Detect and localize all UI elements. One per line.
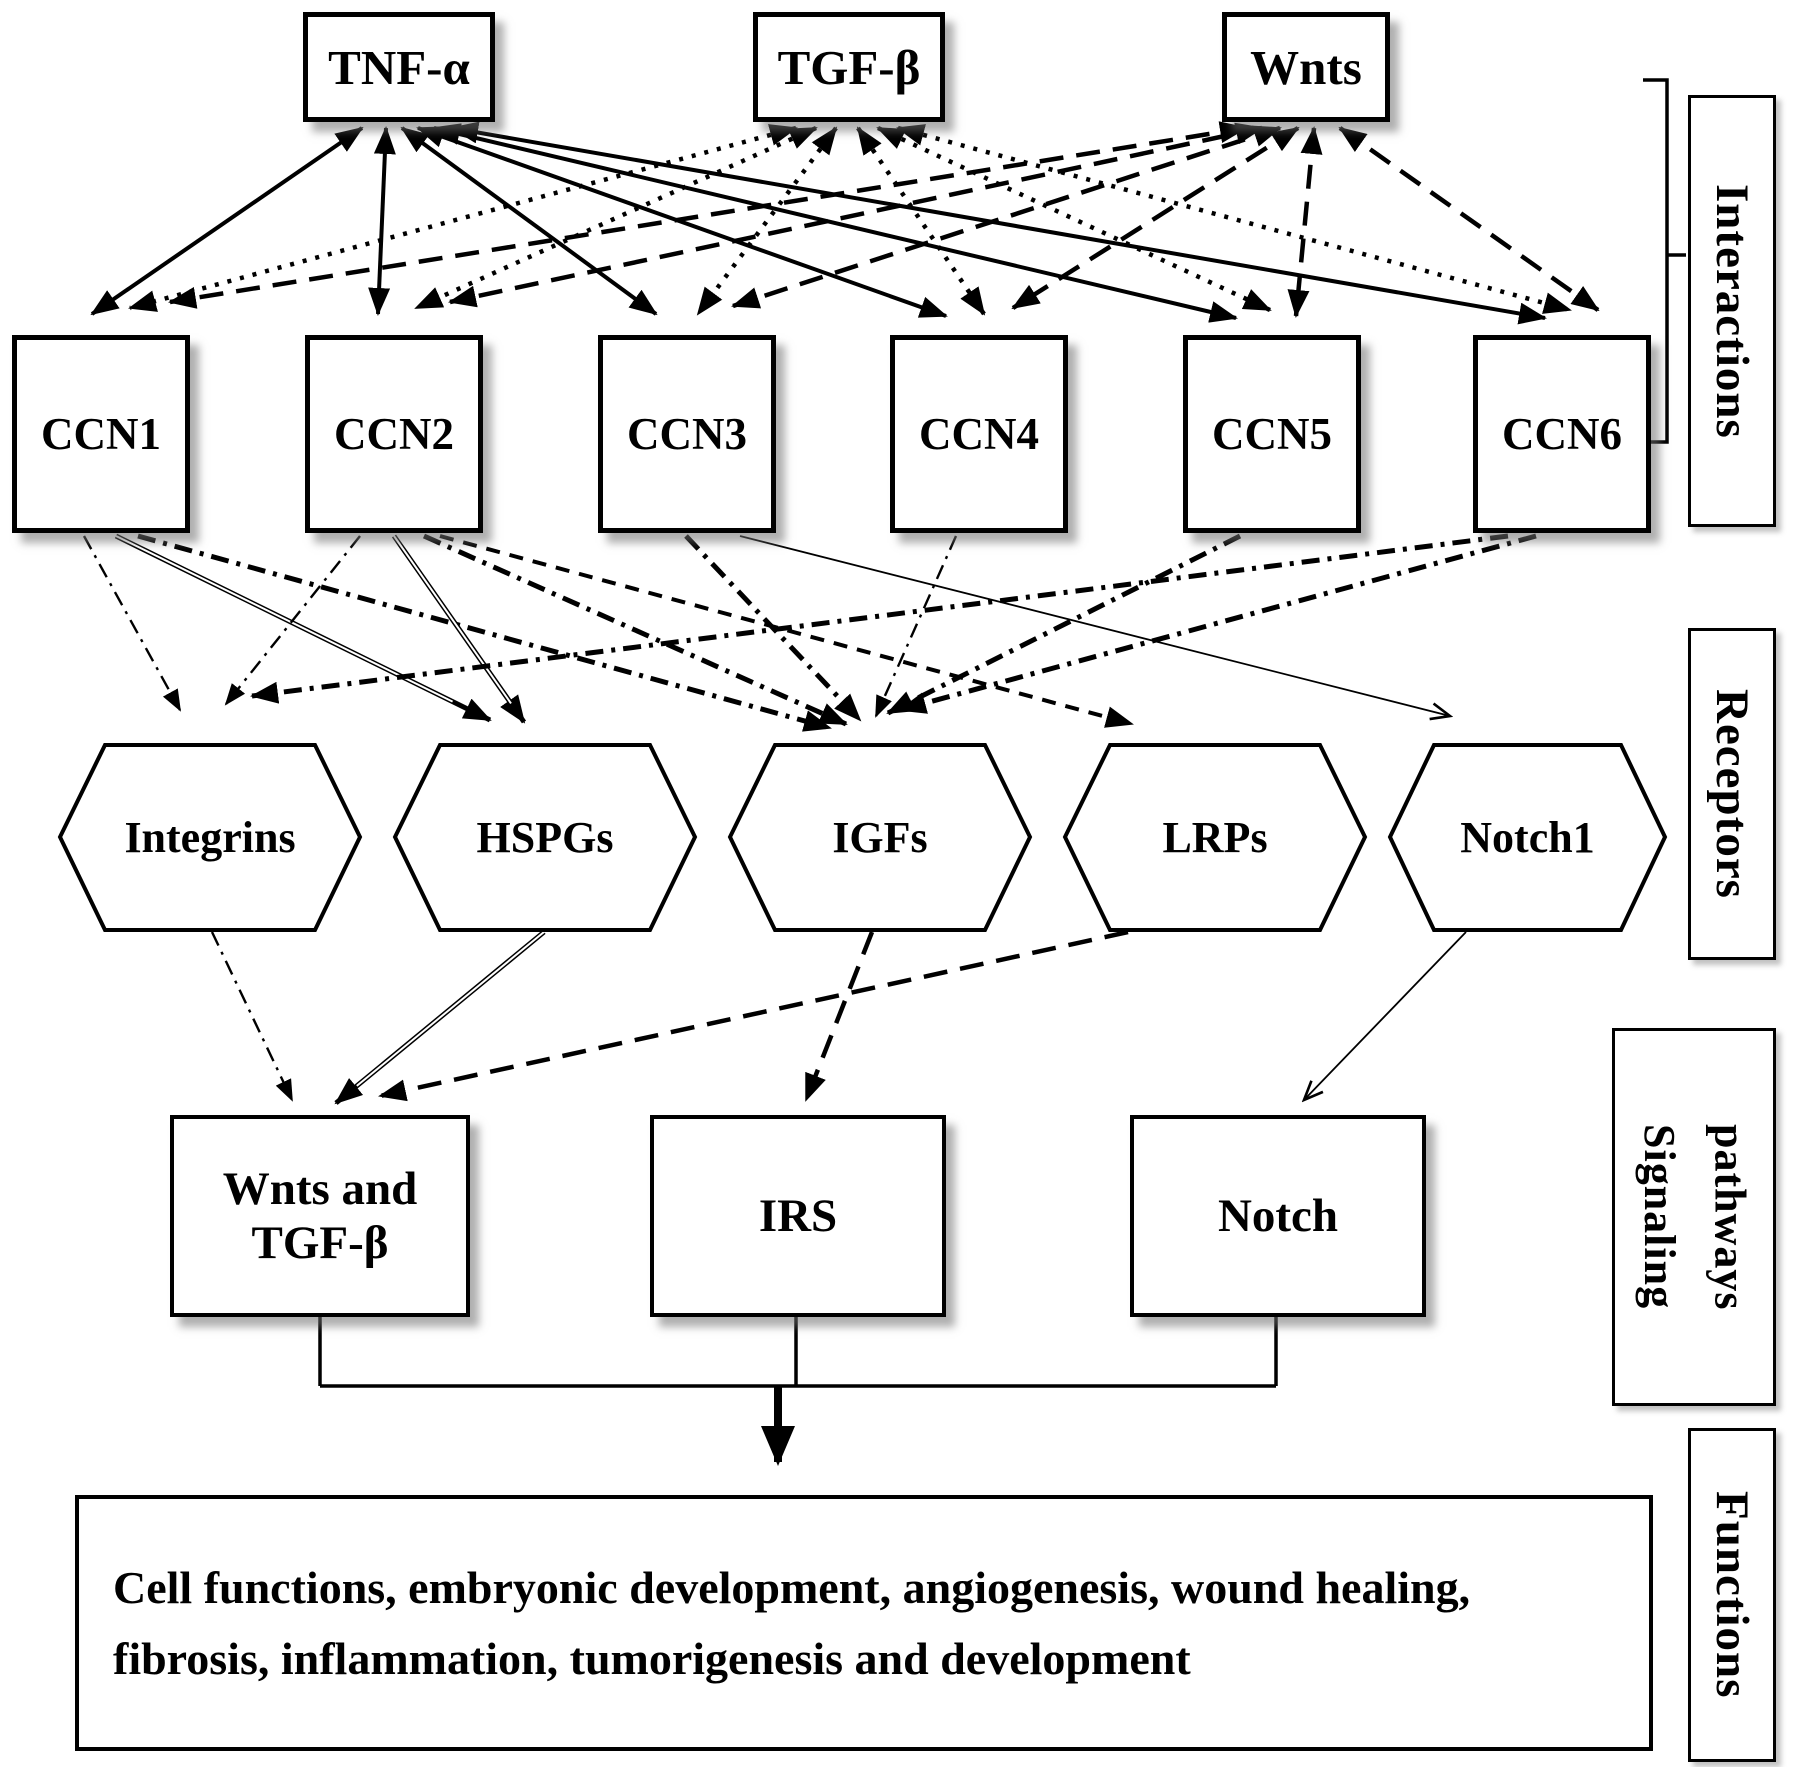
hexagon-igfs [727, 743, 1033, 932]
edge-ccn1-igfs [137, 533, 832, 732]
edge-hspgs-wnt_tgf-core [356, 931, 545, 1087]
edge-ccn1-hspgs-core [115, 535, 454, 703]
edge-tnf-ccn4 [416, 126, 948, 318]
side-label-signaling-pathways: Signaling pathways [1612, 1028, 1776, 1406]
node-functions-label: Cell functions, embryonic development, a… [113, 1561, 1471, 1684]
side-label-functions-text: Functions [1706, 1491, 1758, 1699]
edge-tnf-ccn1 [90, 126, 364, 316]
edge-group [82, 121, 1600, 1466]
node-tgf-beta: TGF-β [753, 12, 945, 122]
side-label-receptors: Receptors [1688, 628, 1776, 960]
node-ccn2: CCN2 [305, 335, 483, 533]
edge-ccn4-igfs [874, 535, 958, 718]
node-notch-pathway: Notch [1130, 1115, 1426, 1317]
side-label-receptors-text: Receptors [1706, 689, 1758, 899]
edge-igfs-irs [803, 931, 875, 1102]
interactions-bracket [1643, 78, 1686, 444]
node-functions: Cell functions, embryonic development, a… [75, 1495, 1653, 1751]
edge-tgf-ccn3 [696, 126, 838, 316]
side-label-interactions-text: Interactions [1706, 183, 1758, 439]
edge-tgf-ccn5 [876, 125, 1272, 313]
node-wnts-tgf-pathway-label: Wnts and TGF-β [222, 1162, 418, 1269]
node-ccn6: CCN6 [1473, 335, 1651, 533]
node-wnts-label: Wnts [1250, 39, 1362, 95]
node-ccn1-label: CCN1 [41, 409, 161, 459]
node-ccn5-label: CCN5 [1212, 409, 1332, 459]
node-ccn3: CCN3 [598, 335, 776, 533]
edge-ccn2-hspgs-core [393, 535, 512, 704]
hexagon-notch1 [1387, 743, 1668, 932]
node-wnts-tgf-pathway: Wnts and TGF-β [170, 1115, 470, 1317]
node-ccn6-label: CCN6 [1502, 409, 1622, 459]
edge-wnts-ccn6 [1338, 126, 1600, 312]
edge-wnts-ccn5 [1287, 126, 1323, 318]
edge-ccn2-integrins [224, 535, 361, 706]
hexagon-integrins [57, 743, 363, 932]
node-tnf-alpha-label: TNF-α [328, 39, 470, 95]
edge-tnf-ccn2 [368, 126, 396, 316]
edge-ccn3-notch1 [739, 535, 1450, 716]
node-notch-pathway-label: Notch [1217, 1189, 1339, 1242]
edge-wnts-ccn1 [168, 121, 1248, 309]
node-tnf-alpha: TNF-α [303, 12, 495, 122]
hexagon-hspgs [392, 743, 698, 932]
side-label-signaling-pathways-text: Signaling pathways [1635, 1123, 1755, 1311]
edge-wnts-ccn4 [1011, 126, 1300, 310]
edge-ccn1-integrins [82, 535, 182, 712]
edge-ccn5-igfs [886, 533, 1242, 716]
edge-ccn6-integrins [250, 533, 1509, 704]
node-ccn5: CCN5 [1183, 335, 1361, 533]
edge-tnf-ccn5 [432, 123, 1238, 323]
node-ccn1: CCN1 [12, 335, 190, 533]
edge-wnts-ccn2 [448, 122, 1264, 308]
edge-tgf-ccn4 [856, 126, 986, 316]
edge-integrins-wnt_tgf [210, 931, 294, 1102]
hexagon-lrps [1062, 743, 1368, 932]
node-irs-pathway-label: IRS [758, 1189, 838, 1242]
edge-ccn2-igfs [422, 533, 848, 727]
node-irs-pathway: IRS [650, 1115, 946, 1317]
side-label-functions: Functions [1688, 1428, 1776, 1762]
node-tgf-beta-label: TGF-β [777, 39, 921, 95]
edge-lrps-wnt_tgf [378, 929, 1129, 1102]
node-wnts: Wnts [1222, 12, 1390, 122]
node-ccn4: CCN4 [890, 335, 1068, 533]
side-label-interactions: Interactions [1688, 95, 1776, 527]
edge-ccn6-igfs [898, 533, 1537, 714]
node-ccn3-label: CCN3 [627, 409, 747, 459]
node-ccn2-label: CCN2 [334, 409, 454, 459]
edge-ccn3-igfs [684, 534, 862, 722]
node-ccn4-label: CCN4 [919, 409, 1039, 459]
edge-notch1-notch [1304, 931, 1467, 1100]
